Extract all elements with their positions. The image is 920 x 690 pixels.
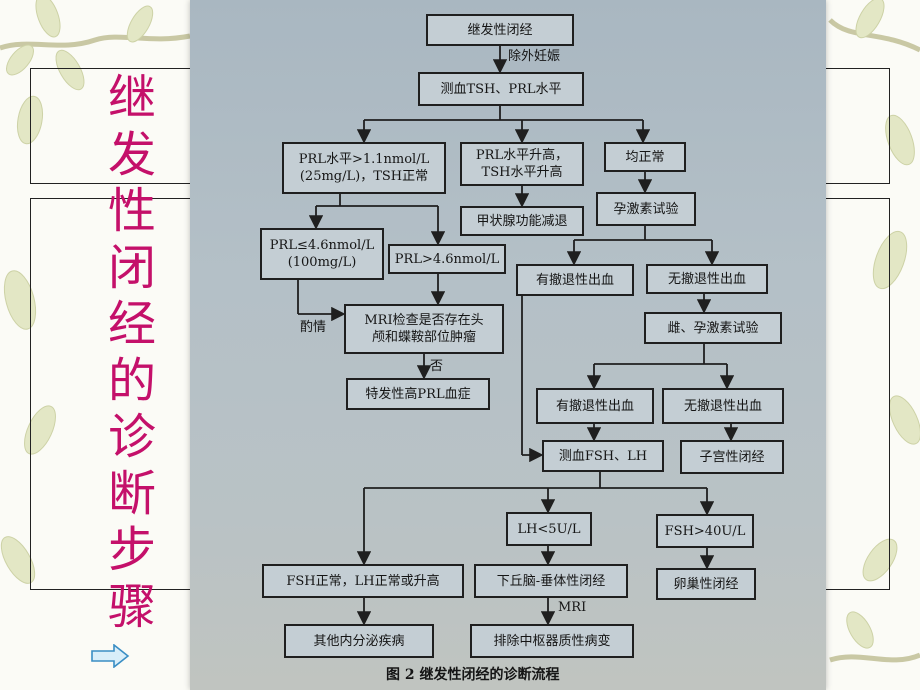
node-measure-tsh-prl: 测血TSH、PRL水平 bbox=[418, 72, 584, 106]
node-withdrawal-bleeding-no: 无撤退性出血 bbox=[646, 264, 768, 294]
slide-title: 继 发 性 闭 经 的 诊 断 步 骤 bbox=[102, 70, 162, 635]
node-idiopathic-hyperprolactinemia: 特发性高PRL血症 bbox=[346, 378, 490, 410]
title-char: 继 bbox=[107, 70, 156, 126]
node-progestin-test: 孕激素试验 bbox=[596, 192, 696, 226]
node-lh-lt-5: LH<5U/L bbox=[506, 512, 592, 546]
title-char: 性 bbox=[107, 183, 156, 239]
title-char: 骤 bbox=[107, 578, 156, 635]
label-no: 否 bbox=[430, 359, 444, 374]
node-hypothyroidism: 甲状腺功能减退 bbox=[460, 206, 584, 236]
title-char: 经 bbox=[107, 296, 156, 352]
node-exclude-central-organic-lesion: 排除中枢器质性病变 bbox=[470, 624, 634, 658]
title-char: 步 bbox=[107, 522, 156, 578]
node-secondary-amenorrhea: 继发性闭经 bbox=[426, 14, 574, 46]
node-withdrawal-bleeding-yes-2: 有撤退性出血 bbox=[536, 388, 654, 424]
figure-caption: 图 2 继发性闭经的诊断流程 bbox=[386, 667, 560, 683]
node-withdrawal-bleeding-no-2: 无撤退性出血 bbox=[662, 388, 784, 424]
title-char: 断 bbox=[107, 465, 156, 522]
title-char: 发 bbox=[107, 126, 156, 183]
node-estrogen-progestin-test: 雌、孕激素试验 bbox=[644, 312, 782, 344]
node-other-endocrine-disease: 其他内分泌疾病 bbox=[284, 624, 434, 658]
label-mri: MRI bbox=[558, 600, 587, 615]
node-prl-le-4-6: PRL≤4.6nmol/L (100mg/L) bbox=[260, 228, 384, 280]
node-ovarian-amenorrhea: 卵巢性闭经 bbox=[656, 568, 756, 600]
label-as-appropriate: 酌情 bbox=[300, 320, 327, 335]
title-char: 的 bbox=[107, 352, 156, 409]
next-slide-arrow-icon[interactable] bbox=[90, 644, 130, 668]
title-char: 闭 bbox=[107, 239, 156, 296]
node-prl-gt-4-6: PRL>4.6nmol/L bbox=[388, 244, 506, 274]
node-fsh-normal-lh-normal-or-high: FSH正常，LH正常或升高 bbox=[262, 564, 464, 598]
node-withdrawal-bleeding-yes: 有撤退性出血 bbox=[516, 264, 634, 296]
node-prl-high-tsh-normal: PRL水平>1.1nmol/L (25mg/L)，TSH正常 bbox=[282, 142, 446, 194]
node-hypothalamic-pituitary-amenorrhea: 下丘脑-垂体性闭经 bbox=[474, 564, 628, 598]
title-char: 诊 bbox=[107, 409, 156, 465]
label-exclude-pregnancy: 除外妊娠 bbox=[508, 49, 561, 64]
node-mri-check: MRI检查是否存在头 颅和蝶鞍部位肿瘤 bbox=[344, 304, 504, 354]
node-measure-fsh-lh: 测血FSH、LH bbox=[542, 440, 664, 472]
node-prl-tsh-elevated: PRL水平升高， TSH水平升高 bbox=[460, 142, 584, 186]
node-uterine-amenorrhea: 子宫性闭经 bbox=[680, 440, 784, 474]
node-all-normal: 均正常 bbox=[604, 142, 686, 172]
node-fsh-gt-40: FSH>40U/L bbox=[656, 514, 754, 548]
